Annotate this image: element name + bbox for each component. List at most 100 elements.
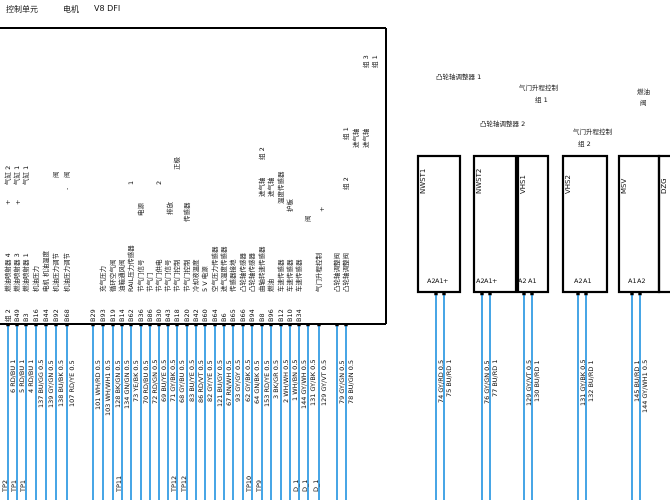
component-box <box>657 154 670 294</box>
pin-terminal <box>231 323 235 327</box>
mid-label: 排放 <box>165 202 174 215</box>
wire-label: 76 GY/GN 0.5 <box>482 360 491 404</box>
component-terminal <box>480 292 484 296</box>
pin-terminal <box>297 323 301 327</box>
component-group-label: 阀 <box>640 99 647 107</box>
pin-terminal <box>194 323 198 327</box>
function-label: 凸轮轴调整阀 <box>341 253 350 292</box>
wire-label: 5 RD/BU 1 <box>17 359 26 393</box>
pin-label: B96 <box>266 309 275 322</box>
pin-terminal <box>306 323 310 327</box>
top-label: 气缸 1 <box>21 165 30 185</box>
component-terminal <box>522 292 526 296</box>
component-code: NWST2 <box>475 168 483 194</box>
wire-label: 82 GY/YE 0.5 <box>205 360 214 402</box>
component-pin: A1 <box>583 277 592 285</box>
wire-label: 3 BK/GR 0.5 <box>271 359 280 399</box>
mid-label: 组 3 <box>361 55 370 68</box>
pin-terminal <box>269 323 273 327</box>
function-label: 凸轮轴调整阀 <box>332 253 341 292</box>
wire-label: 1 WH/BN 0.5 <box>290 359 299 401</box>
pin-terminal <box>250 323 254 327</box>
function-label: 节气门控制 <box>182 259 191 293</box>
pin-label: B49 <box>12 309 21 322</box>
mid-label: 传感器 <box>182 202 191 223</box>
pin-terminal <box>175 323 179 327</box>
function-label: 机油压力调节 <box>62 253 71 292</box>
pin-label: B36 <box>136 309 145 322</box>
pin-label: B34 <box>294 309 303 322</box>
function-label: 机油压力调节 <box>51 253 60 292</box>
component-group-label: 组 2 <box>578 140 591 148</box>
component-box <box>617 154 661 294</box>
wire-label: 153 RD/YE 0.5 <box>262 360 271 407</box>
pin-terminal <box>222 323 226 327</box>
wire-label: 70 RD/BU 0.5 <box>141 360 150 404</box>
wire-label: 139 GY/GN 0.5 <box>46 360 55 408</box>
pin-terminal <box>317 323 321 327</box>
bottom-label: TP11 <box>114 475 123 492</box>
wire-label: 130 BU/RD 1 <box>532 360 541 402</box>
pin-label: B93 <box>98 309 107 322</box>
component-terminal <box>434 292 438 296</box>
mid-label: 进气轴 <box>361 128 370 149</box>
pin-label: B44 <box>41 309 50 322</box>
pin-label: B30 <box>154 309 163 322</box>
wire-label: 121 BU/GY 0.5 <box>215 360 224 407</box>
component-pin: A2 <box>427 277 436 285</box>
component-group-label: 凸轮轴调整器 1 <box>436 73 482 81</box>
function-label: 机油压力 <box>31 266 40 292</box>
wire-label: 75 BU/RD 1 <box>444 359 453 397</box>
pin-label: B29 <box>88 309 97 322</box>
pin-terminal <box>15 323 19 327</box>
component-code: VHS2 <box>564 175 572 194</box>
function-label: 进气温度传感器 <box>219 246 228 293</box>
pin-terminal <box>241 323 245 327</box>
wire-label: 67 RN/WH 0.5 <box>224 360 233 406</box>
wire-label: 71 GY/BK 0.5 <box>168 359 177 402</box>
mid-label: 组 1 <box>370 55 379 68</box>
wire-label: 138 BU/BK 0.5 <box>56 359 65 407</box>
mid-label: 护板 <box>285 199 294 212</box>
bottom-label: D_1 <box>311 479 320 492</box>
function-label: 车速传感器 <box>285 259 294 293</box>
pin-terminal <box>344 323 348 327</box>
function-label: 油箱通风阀 <box>117 259 126 293</box>
mid-label: - <box>62 187 71 190</box>
wire-label: 107 RD/YE 0.5 <box>67 360 76 407</box>
wire-label: 129 GY/VT 0.5 <box>319 359 328 406</box>
wire-label: 73 YE/BK 0.5 <box>131 360 140 402</box>
wire-label: 131 GY/BK 0.5 <box>308 359 317 406</box>
wire-label: 132 BU/RD 1 <box>586 360 595 402</box>
pin-label: B19 <box>108 309 117 322</box>
pin-terminal <box>288 323 292 327</box>
function-label: 循环空气阀 <box>108 259 117 293</box>
function-label: 空气压力传感器 <box>210 246 219 293</box>
pin-terminal <box>213 323 217 327</box>
mid-label: + <box>317 206 326 212</box>
pin-label: B6 <box>219 313 228 322</box>
mid-label: 阀 <box>303 215 312 223</box>
top-label: 阀 <box>51 171 60 179</box>
wire-label: 144 GY/WH1 0.5 <box>640 359 649 413</box>
component-pin: A2 <box>574 277 583 285</box>
pin-label: B3 <box>21 313 30 322</box>
mid-label: 电源 <box>136 203 145 216</box>
mid-label: 2 <box>154 180 163 185</box>
wire-label: 77 BU/RD 1 <box>490 359 499 397</box>
mid-label: 温度传感器 <box>276 171 285 205</box>
function-label: 车速传感器 <box>276 259 285 293</box>
header-control-unit: 控制单元 <box>6 5 38 14</box>
bottom-label: TP12 <box>179 475 188 492</box>
wire-label: 74 GY/RD 0.5 <box>436 359 445 403</box>
function-label: 车速传感器 <box>294 259 303 293</box>
pin-terminal <box>44 323 48 327</box>
top-label: 气缸 2 <box>3 165 12 185</box>
pin-terminal <box>24 323 28 327</box>
wire-label: 137 BU/GG 0.5 <box>36 359 45 408</box>
bottom-label: TP1 <box>9 479 18 492</box>
component-pin: + <box>492 277 498 285</box>
function-label: 燃油喷射器 3 <box>12 253 21 292</box>
